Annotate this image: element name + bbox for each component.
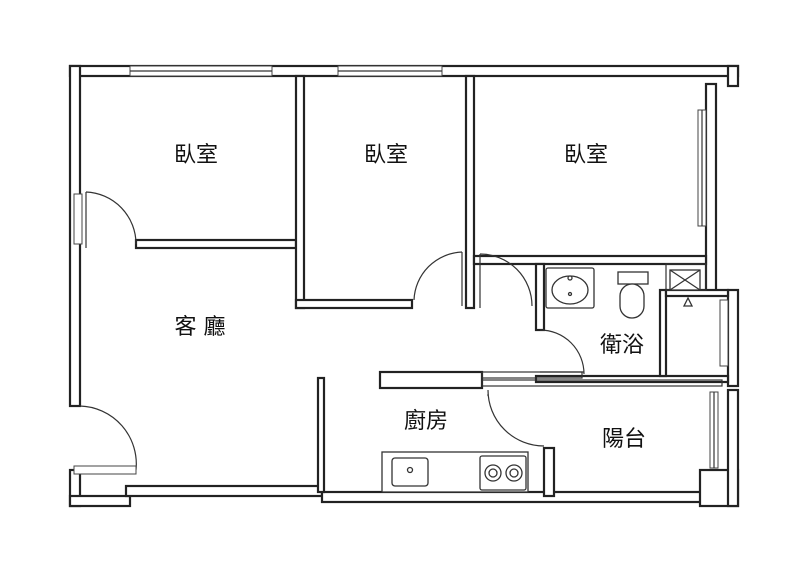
service-shaft-top: [664, 288, 730, 298]
bottom-wall-living: [124, 484, 324, 498]
triangle-icon: [682, 296, 694, 307]
fixtures: [381, 267, 701, 493]
sink-icon: [545, 267, 595, 309]
bedroom-middle-bottom-wall: [294, 298, 414, 310]
room-label-kitchen: 廚房: [404, 409, 448, 434]
kitchen-balcony-wall: [542, 446, 556, 498]
right-wall-upper: [704, 82, 718, 296]
bathroom-bottom-wall: [534, 374, 730, 384]
room-label-balcony: 陽台: [602, 427, 646, 452]
bedroom-left-bottom-wall: [134, 238, 298, 250]
two-burner-stove-icon: [479, 455, 527, 491]
entry-door-swing: [79, 405, 137, 471]
window-living-left: [73, 193, 83, 245]
bedroom-middle-door-swing: [413, 251, 463, 301]
room-label-living-room: 客 廳: [175, 315, 226, 340]
right-wall-lower: [726, 388, 740, 508]
bedroom-right-door-swing: [479, 253, 533, 307]
bathroom-door-swing: [539, 329, 585, 375]
toilet-icon: [617, 271, 649, 319]
kitchen-sink-icon: [391, 457, 429, 487]
bottom-wall-left: [68, 494, 132, 508]
interior-walls: [134, 74, 730, 498]
bathroom-left-wall: [534, 262, 546, 332]
window-bathroom: [719, 299, 729, 367]
living-kitchen-partition: [316, 376, 326, 494]
windows: [73, 65, 729, 469]
partition-bedroom-middle-right: [464, 74, 476, 310]
room-label-bathroom: 衛浴: [600, 333, 644, 358]
doors: [73, 191, 585, 475]
right-wall-middle: [726, 288, 740, 388]
bottom-wall-kitchen: [320, 490, 704, 504]
room-label-bedroom-right: 臥室: [564, 143, 608, 168]
room-label-bedroom-left: 臥室: [174, 143, 218, 168]
sliding-door-panel: [378, 370, 484, 390]
balcony-door-swing: [487, 389, 545, 447]
bedroom-right-bottom-wall: [472, 254, 708, 266]
room-label-bedroom-middle: 臥室: [364, 143, 408, 168]
cross-box-icon: [669, 269, 701, 291]
entry-door-leaf: [73, 465, 137, 475]
bathroom-service-divider: [658, 288, 668, 378]
bedroom-left-door-swing: [85, 191, 137, 245]
room-labels: 臥室 臥室 臥室 客 廳 衛浴 廚房 陽台: [174, 143, 646, 452]
right-wall-top: [726, 64, 740, 88]
partition-bedroom-left-middle: [294, 74, 306, 310]
